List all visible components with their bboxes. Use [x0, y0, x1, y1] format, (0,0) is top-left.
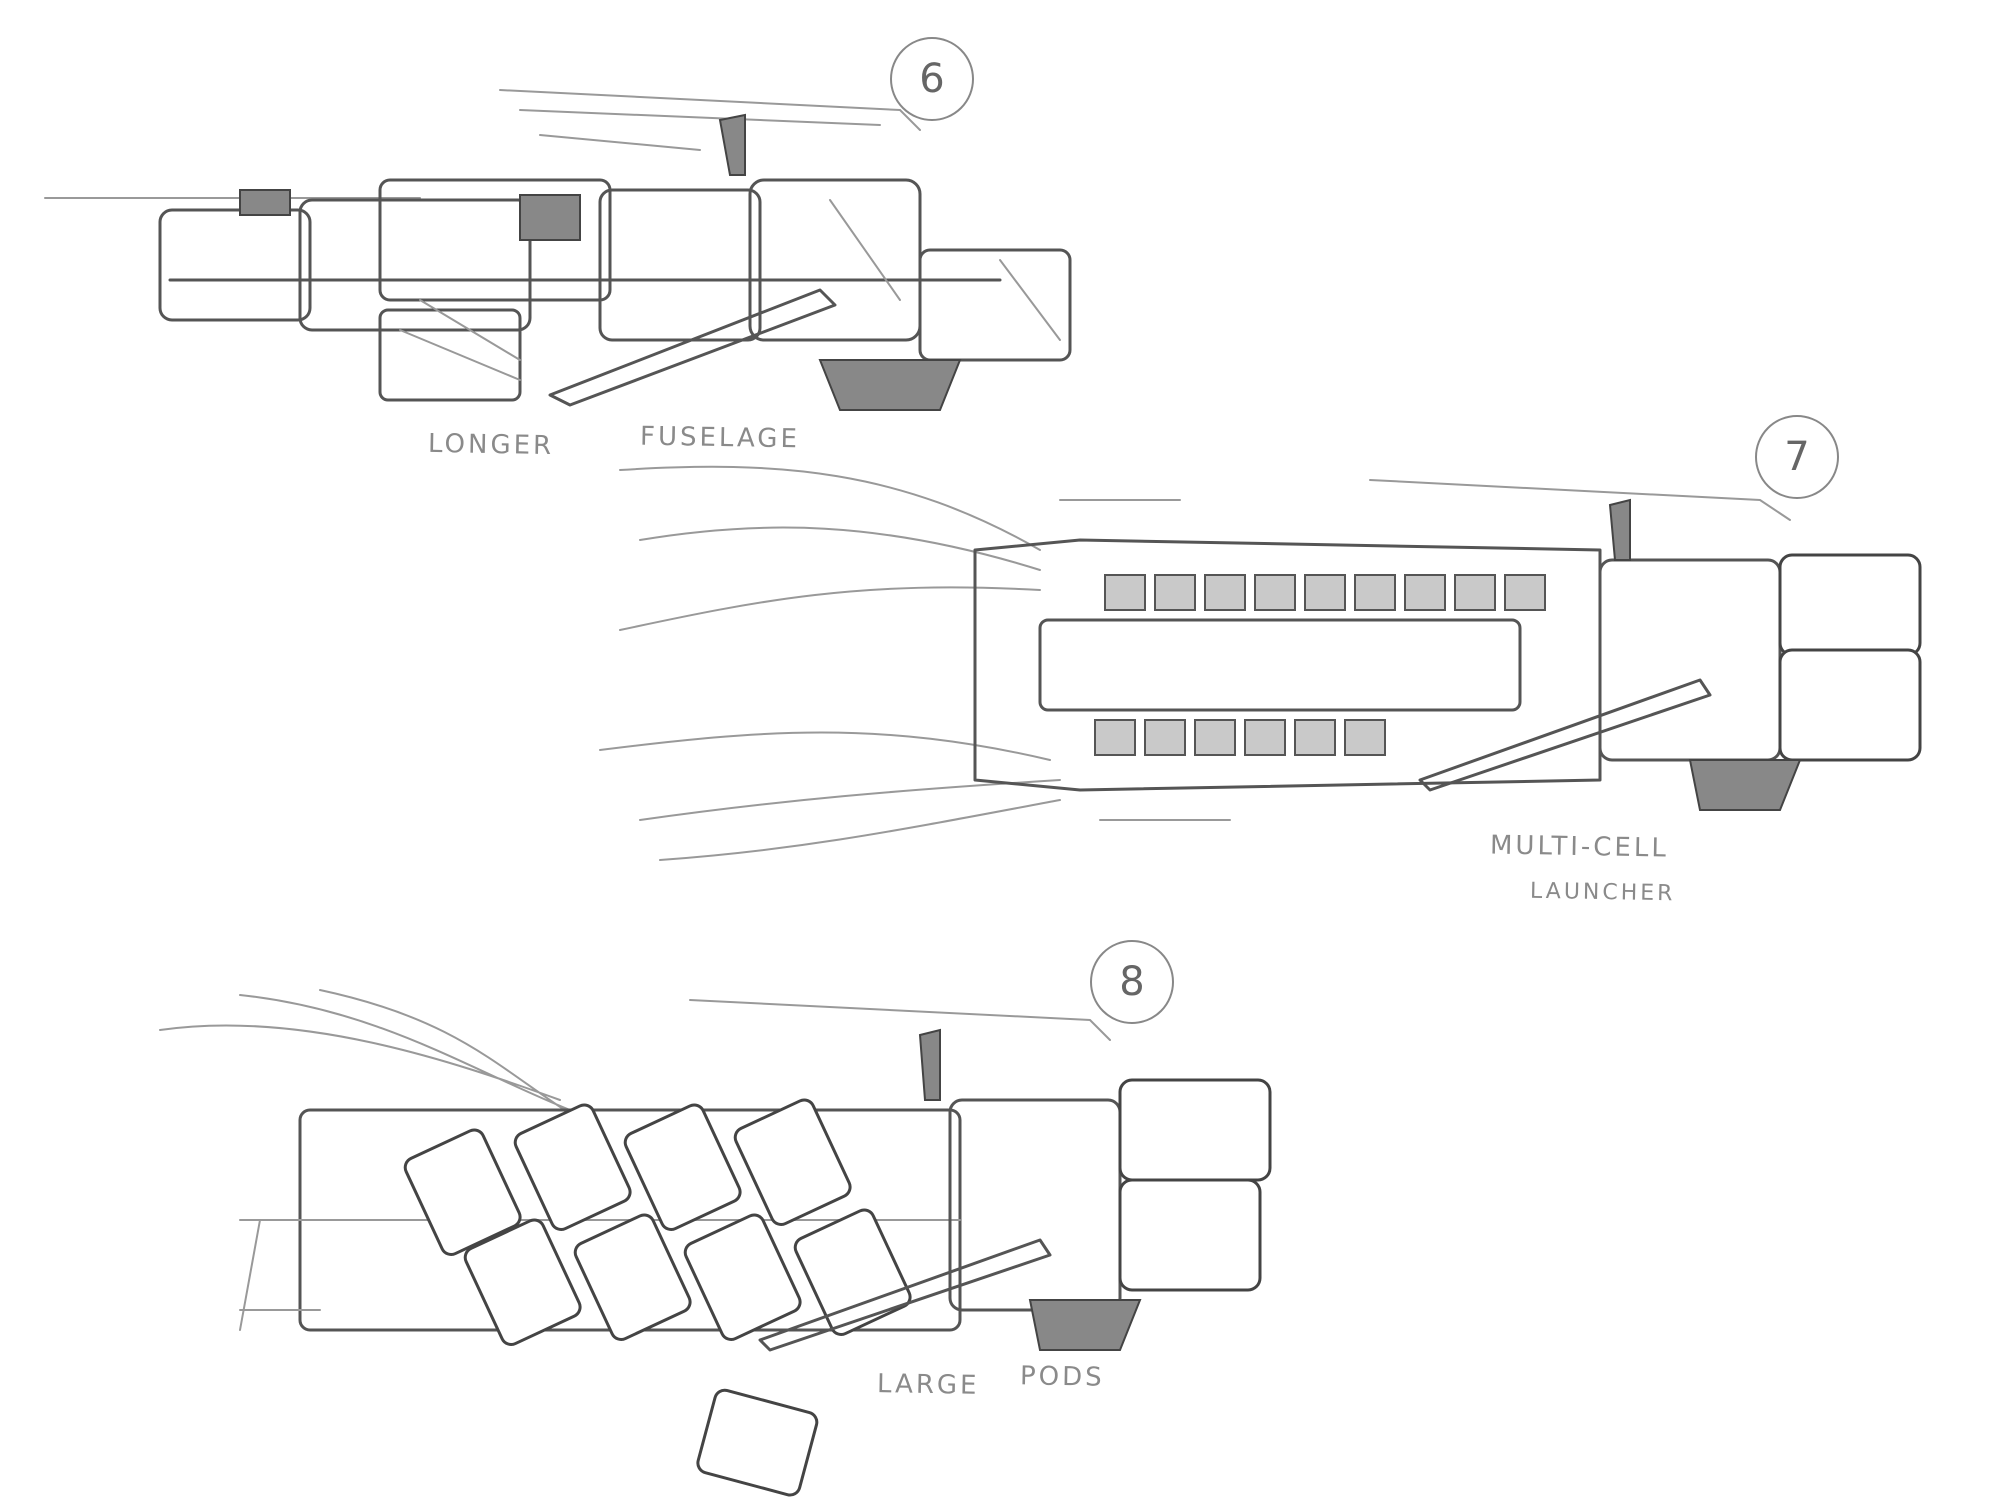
label-launcher: LAUNCHER	[1529, 878, 1676, 907]
ejected-pod-drawing	[696, 1388, 819, 1497]
sketch-number-7: 7	[1755, 415, 1839, 499]
label-longer: LONGER	[427, 428, 555, 462]
sketch-number-8: 8	[1090, 940, 1174, 1024]
missile-cells-bottom	[1094, 719, 1386, 756]
label-large: LARGE	[876, 1369, 980, 1401]
ship-6-drawing	[44, 89, 1072, 411]
label-multi-cell: MULTI-CELL	[1489, 830, 1670, 864]
large-pods	[403, 1098, 912, 1346]
label-fuselage: FUSELAGE	[639, 421, 801, 455]
sketch-number-6: 6	[890, 37, 974, 121]
label-pods: PODS	[1019, 1361, 1105, 1393]
missile-cells-top	[1104, 574, 1546, 611]
ship-7-drawing	[599, 465, 1922, 861]
ship-8-drawing	[159, 989, 1272, 1352]
